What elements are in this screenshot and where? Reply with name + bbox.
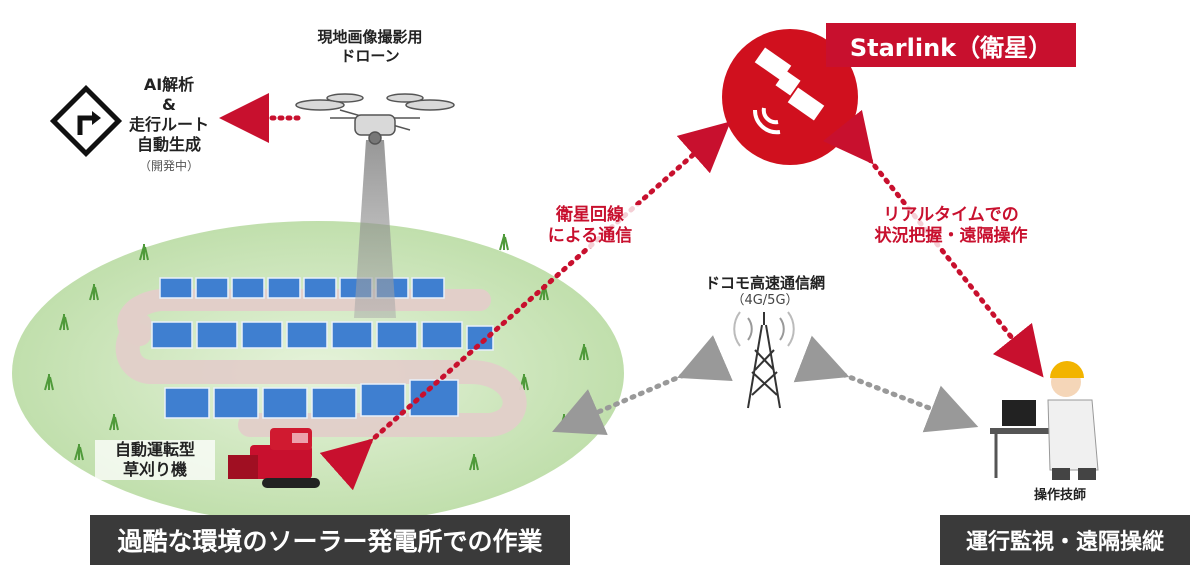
ai-label-line3: 走行ルート	[128, 115, 209, 134]
bottom-left-banner: 過酷な環境のソーラー発電所での作業	[90, 515, 570, 565]
docomo-line2: （4G/5G）	[731, 292, 799, 308]
mower-label: 自動運転型 草刈り機	[95, 440, 215, 480]
arrow-realtime-link	[822, 109, 1044, 378]
mower-icon	[228, 428, 320, 488]
drone-icon	[295, 93, 455, 145]
operator-label: 操作技師	[1033, 488, 1086, 503]
satellite-icon	[752, 47, 825, 135]
satellite-link-label: 衛星回線 による通信	[530, 205, 650, 248]
ai-label: AI解析 & 走行ルート 自動生成 （開発中）	[114, 75, 224, 174]
realtime-label: リアルタイムでの 状況把握・遠隔操作	[856, 205, 1046, 248]
drone-label-line1: 現地画像撮影用	[317, 28, 423, 46]
ai-label-line4: 自動生成	[136, 135, 201, 154]
operator-icon	[990, 361, 1099, 480]
ai-label-line1: AI解析	[143, 75, 195, 94]
drone-label-line2: ドローン	[340, 46, 400, 65]
route-sign-icon	[49, 84, 123, 158]
ai-label-line2: &	[162, 95, 176, 114]
satellite-link-line1: 衛星回線	[556, 205, 624, 225]
starlink-label: Starlink（衛星）	[826, 23, 1076, 67]
docomo-line1: ドコモ高速通信網	[704, 274, 825, 292]
drone-camera-beam	[354, 140, 396, 318]
arrow-satellite-link	[319, 121, 731, 491]
bottom-right-banner: 運行監視・遠隔操縦	[940, 515, 1190, 565]
arrow-tower-to-operator	[793, 335, 979, 433]
realtime-line1: リアルタイムでの	[883, 205, 1019, 225]
mower-line2: 草刈り機	[122, 460, 187, 479]
solar-panels-row-2	[151, 321, 494, 351]
realtime-line2: 状況把握・遠隔操作	[874, 226, 1028, 247]
satellite-link-line2: による通信	[547, 226, 633, 247]
mower-line1: 自動運転型	[114, 440, 195, 459]
drone-label: 現地画像撮影用 ドローン	[290, 28, 450, 66]
docomo-label: ドコモ高速通信網 （4G/5G）	[680, 274, 850, 309]
ai-label-note: （開発中）	[138, 159, 199, 173]
cell-tower-icon	[733, 311, 795, 409]
